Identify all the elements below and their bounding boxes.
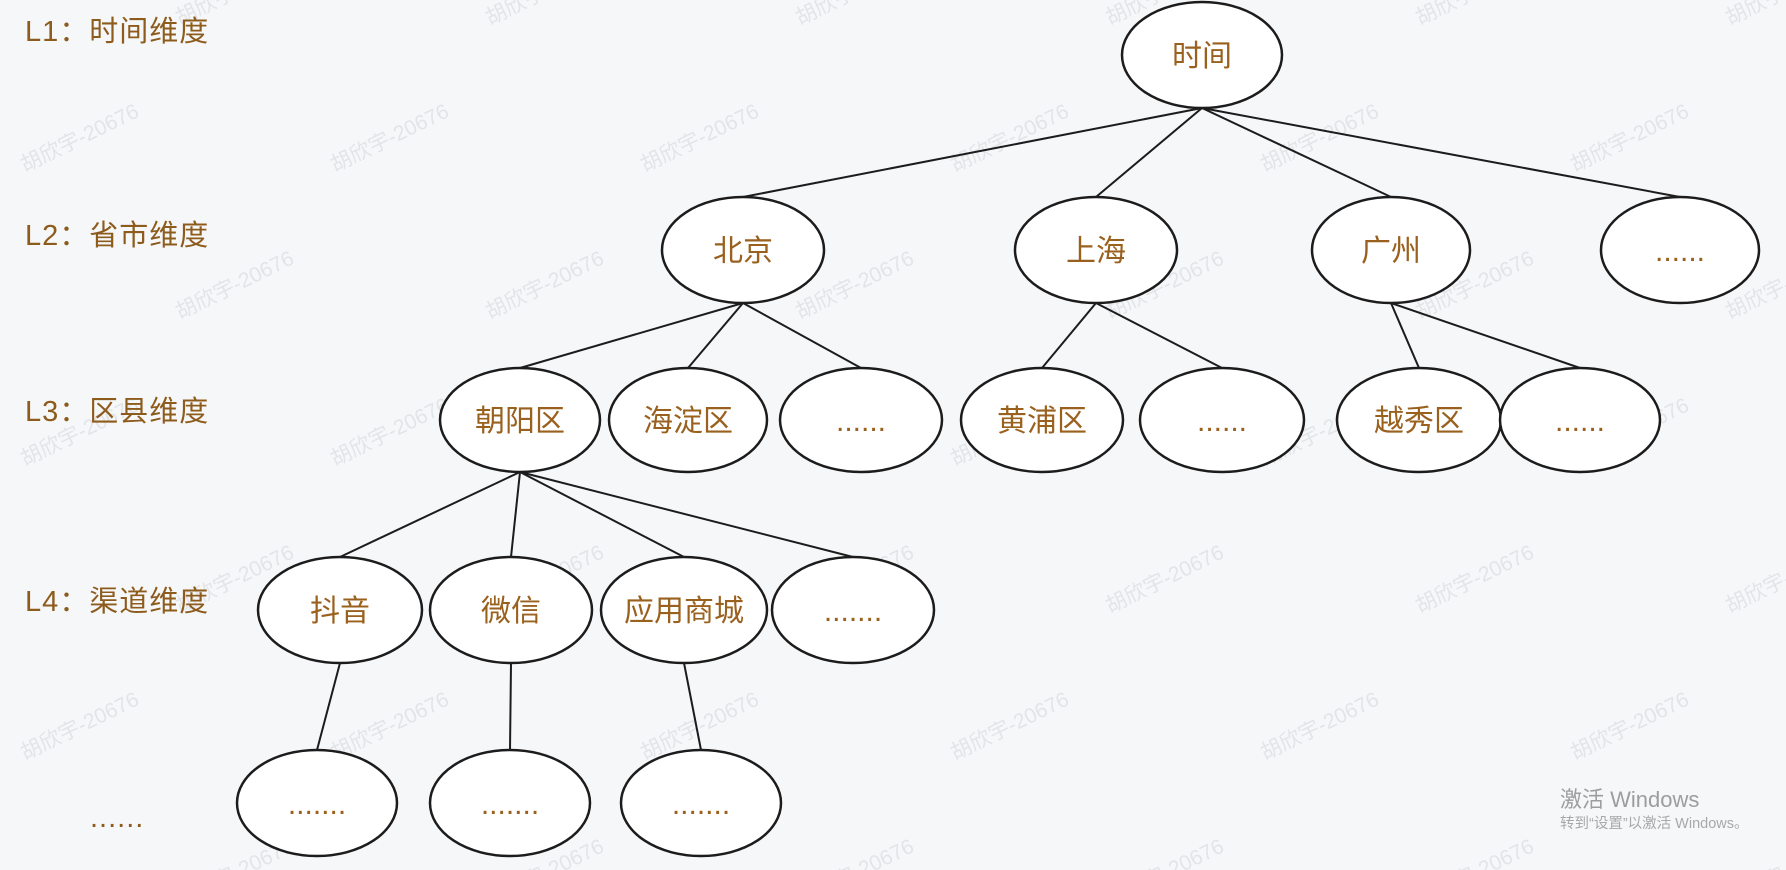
tree-node-l3-more-sh — [1138, 366, 1306, 474]
tree-node-bottom-1 — [235, 748, 399, 858]
tree-node-label-huangpu: 黄浦区 — [997, 405, 1087, 438]
edge-shanghai-huangpu — [1041, 302, 1097, 369]
tree-node-label-bottom-1: ....... — [288, 788, 346, 821]
tree-node-l2-more — [1599, 195, 1761, 305]
tree-node-time — [1120, 0, 1284, 110]
tree-node-appstore — [599, 555, 769, 665]
tree-node-l4-more — [770, 555, 936, 665]
tree-node-label-l3-more-bj: ...... — [836, 405, 886, 438]
tree-node-label-bottom-2: ....... — [481, 788, 539, 821]
edge-chaoyang-weixin — [510, 471, 521, 558]
tree-node-chaoyang — [438, 366, 602, 474]
level-label-l4: L4：渠道维度 — [25, 586, 210, 618]
edge-time-l2-more — [1201, 107, 1681, 198]
edge-appstore-bottom-3 — [683, 662, 702, 751]
activation-subtitle: 转到“设置”以激活 Windows。 — [1560, 816, 1749, 832]
edge-chaoyang-douyin — [339, 471, 521, 558]
tree-node-beijing — [660, 195, 826, 305]
tree-node-label-l3-more-sh: ...... — [1197, 405, 1247, 438]
tree-node-label-guangzhou: 广州 — [1361, 235, 1421, 268]
windows-activation-notice: 激活 Windows 转到“设置”以激活 Windows。 — [1560, 786, 1749, 834]
edge-time-beijing — [742, 107, 1203, 198]
edge-time-guangzhou — [1201, 107, 1392, 198]
edge-time-shanghai — [1095, 107, 1203, 198]
tree-node-label-weixin: 微信 — [481, 595, 541, 628]
tree-node-bottom-2 — [428, 748, 592, 858]
edge-shanghai-l3-more-sh — [1095, 302, 1223, 369]
edge-beijing-haidian — [687, 302, 744, 369]
level-label-l1: L1：时间维度 — [25, 16, 210, 48]
tree-node-label-appstore: 应用商城 — [624, 595, 744, 628]
level-label-l2: L2：省市维度 — [25, 220, 210, 252]
tree-node-label-chaoyang: 朝阳区 — [475, 405, 565, 438]
tree-node-l3-more-bj — [778, 366, 944, 474]
tree-node-label-time: 时间 — [1172, 40, 1232, 73]
tree-node-label-l3-more-gz: ...... — [1555, 405, 1605, 438]
edge-guangzhou-yuexiu — [1390, 302, 1420, 369]
tree-node-label-shanghai: 上海 — [1066, 235, 1126, 268]
tree-node-label-l2-more: ...... — [1655, 235, 1705, 268]
level-label-l5-more: ...... — [90, 802, 145, 834]
tree-node-weixin — [428, 555, 594, 665]
edge-weixin-bottom-2 — [509, 662, 512, 751]
edge-chaoyang-appstore — [519, 471, 685, 558]
edge-guangzhou-l3-more-gz — [1390, 302, 1581, 369]
tree-node-label-yuexiu: 越秀区 — [1374, 405, 1464, 438]
tree-node-label-beijing: 北京 — [713, 235, 773, 268]
tree-node-bottom-3 — [619, 748, 783, 858]
tree-node-label-bottom-3: ....... — [672, 788, 730, 821]
tree-node-l3-more-gz — [1498, 366, 1662, 474]
tree-node-label-douyin: 抖音 — [310, 595, 370, 628]
tree-node-douyin — [256, 555, 424, 665]
activation-title: 激活 Windows — [1560, 787, 1700, 812]
tree-node-haidian — [607, 366, 769, 474]
tree-node-label-l4-more: ....... — [824, 595, 882, 628]
edge-beijing-l3-more-bj — [742, 302, 862, 369]
tree-node-huangpu — [959, 366, 1125, 474]
tree-node-label-haidian: 海淀区 — [643, 405, 733, 438]
edge-chaoyang-l4-more — [519, 471, 854, 558]
edge-beijing-chaoyang — [519, 302, 744, 369]
tree-node-shanghai — [1013, 195, 1179, 305]
edge-douyin-bottom-1 — [316, 662, 341, 751]
level-label-l3: L3：区县维度 — [25, 396, 210, 428]
tree-node-guangzhou — [1310, 195, 1472, 305]
